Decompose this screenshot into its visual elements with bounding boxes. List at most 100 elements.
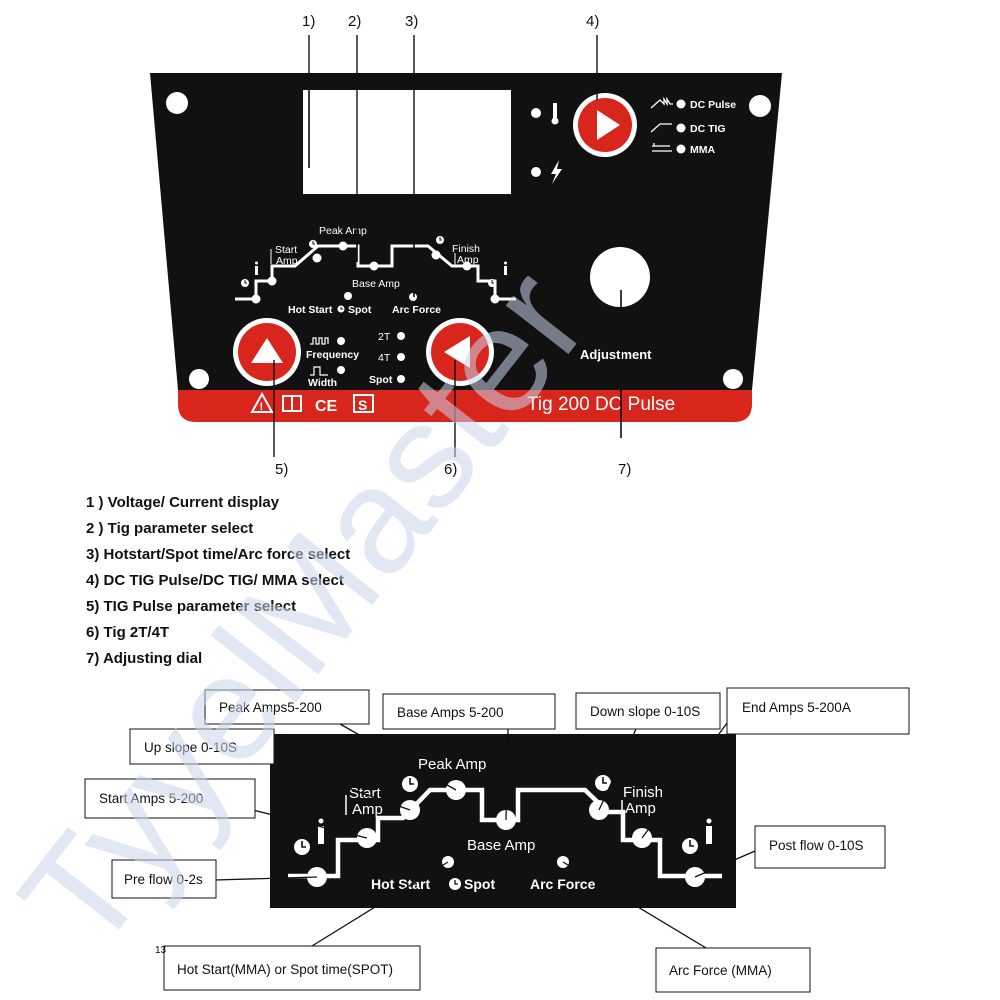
pulse-parameter-button[interactable]: [233, 318, 301, 386]
downslope-clock-icon: [436, 236, 444, 244]
trigger-label-2t: 2T: [378, 331, 391, 343]
legend-item-2: 2 ) Tig parameter select: [86, 520, 254, 537]
s-mark: S: [353, 394, 374, 413]
seq-led-down-slope: [431, 250, 441, 260]
mode-select-button[interactable]: [573, 93, 637, 157]
legend-item-1: 1 ) Voltage/ Current display: [86, 494, 280, 511]
front-panel-figure: 1) 2) 3) 4) 5) 6) 7) DC Pulse DC TIG MMA: [150, 13, 782, 478]
seq-label-start-amp: Amp: [276, 255, 298, 267]
width-wave-icon: [310, 366, 328, 376]
model-name: Tig 200 DC Pulse: [527, 394, 675, 415]
panel-red-strip: [178, 390, 752, 422]
detail-preflow-clock-icon: [294, 839, 310, 855]
detail-preflow-torch-icon: [318, 818, 324, 844]
callout-number-6: 6): [444, 461, 457, 478]
mode-led-dc-tig: [676, 123, 686, 133]
mount-hole-top-left: [166, 92, 188, 114]
trigger-led-spot: [397, 375, 405, 383]
seq-led-peak-amp: [338, 241, 348, 251]
detail-upslope-clock-icon: [402, 776, 418, 792]
seq-led-arc-force: [409, 293, 417, 301]
callout-number-2: 2): [348, 13, 361, 30]
seq-label-base-amp: Base Amp: [352, 278, 400, 290]
svg-text:Down slope 0-10S: Down slope 0-10S: [590, 704, 700, 719]
callout-number-3: 3): [405, 13, 418, 30]
seq-led-preflow: [251, 294, 261, 304]
svg-text:S: S: [358, 397, 367, 413]
detail-label-base-amp: Base Amp: [467, 837, 535, 854]
power-led: [531, 167, 541, 177]
detail-spot-clock-icon: [449, 878, 461, 890]
callout-arc-force: Arc Force (MMA): [655, 947, 811, 993]
svg-text:Post flow 0-10S: Post flow 0-10S: [769, 838, 864, 853]
callout-number-7: 7): [618, 461, 631, 478]
mode-label-dc-tig: DC TIG: [690, 123, 726, 135]
svg-text:Arc Force (MMA): Arc Force (MMA): [669, 963, 772, 978]
callout-post-flow: Post flow 0-10S: [754, 825, 886, 869]
detail-postflow-torch-icon: [706, 818, 712, 844]
legend-item-5: 5) TIG Pulse parameter select: [86, 598, 297, 615]
pulse-label-frequency: Frequency: [306, 349, 359, 361]
callout-peak-amps: Peak Amps5-200: [204, 689, 370, 725]
seq-led-end-amp: [462, 261, 472, 271]
adjustment-label: Adjustment: [580, 347, 652, 362]
mode-label-dc-pulse: DC Pulse: [690, 99, 736, 111]
lightning-icon: [551, 160, 562, 184]
detail-label-peak-amp: Peak Amp: [418, 756, 486, 773]
detail-label-finish-amp: Amp: [625, 800, 656, 817]
trigger-led-2t: [397, 332, 405, 340]
preflow-torch-icon: [255, 261, 258, 275]
callout-number-1: 1): [302, 13, 315, 30]
mode-label-mma: MMA: [690, 144, 715, 156]
ce-mark: CE: [315, 398, 338, 415]
seq-label-arc-force: Arc Force: [392, 304, 441, 316]
seq-label-start: Start: [275, 244, 297, 256]
dc-pulse-wave-icon: [650, 96, 673, 109]
svg-text:Peak Amps5-200: Peak Amps5-200: [219, 700, 322, 715]
pulse-label-width: Width: [308, 377, 337, 389]
callout-end-amps: End Amps 5-200A: [726, 687, 910, 735]
mode-led-dc-pulse: [676, 99, 686, 109]
sequence-detail-figure: Peak Amp Start Amp Finish Amp Base Amp H…: [84, 687, 910, 993]
spot-clock-icon: [337, 305, 345, 313]
legend-item-7: 7) Adjusting dial: [86, 650, 203, 667]
detail-postflow-clock-icon: [682, 838, 698, 854]
seq-label-spot: Spot: [348, 304, 372, 316]
mount-hole-top-right: [749, 95, 771, 117]
svg-text:Base Amps 5-200: Base Amps 5-200: [397, 705, 504, 720]
detail-label-start-amp: Amp: [352, 801, 383, 818]
callout-hot-start: Hot Start(MMA) or Spot time(SPOT): [163, 945, 421, 991]
legend-item-3: 3) Hotstart/Spot time/Arc force select: [86, 546, 351, 563]
trigger-led-4t: [397, 353, 405, 361]
svg-text:Hot Start(MMA) or Spot time(SP: Hot Start(MMA) or Spot time(SPOT): [177, 962, 393, 977]
seq-led-hot-start: [344, 292, 352, 300]
adjustment-dial[interactable]: [590, 247, 650, 307]
detail-label-hot-start: Hot Start: [371, 876, 430, 892]
upslope-clock-icon: [309, 240, 317, 248]
seq-label-finish: Finish: [452, 243, 480, 255]
seq-led-postflow: [490, 294, 500, 304]
weld-sequence-diagram: Peak Amp Start Amp Finish Amp Base Amp H…: [235, 225, 516, 316]
svg-text:Start Amps 5-200: Start Amps 5-200: [99, 791, 203, 806]
legend-item-6: 6) Tig 2T/4T: [86, 624, 170, 641]
warning-icon: !: [250, 391, 274, 413]
detail-label-start: Start: [349, 785, 382, 802]
callout-up-slope: Up slope 0-10S: [129, 728, 275, 765]
frequency-led: [337, 337, 345, 345]
mode-led-mma: [676, 144, 686, 154]
callout-pre-flow: Pre flow 0-2s: [111, 859, 217, 899]
preflow-clock-icon: [241, 279, 249, 287]
voltage-current-display: [303, 90, 511, 194]
seq-label-peak-amp: Peak Amp: [319, 225, 367, 237]
thermometer-icon: [551, 103, 559, 125]
mount-hole-bottom-left: [189, 369, 209, 389]
legend-item-4: 4) DC TIG Pulse/DC TIG/ MMA select: [86, 572, 344, 589]
callout-number-4: 4): [586, 13, 599, 30]
dc-tig-wave-icon: [650, 123, 672, 133]
frequency-wave-icon: [310, 337, 329, 345]
page-number: 13: [155, 945, 167, 956]
trigger-mode-button[interactable]: [426, 318, 494, 386]
thermal-led: [531, 108, 541, 118]
callout-legend: 1 ) Voltage/ Current display 2 ) Tig par…: [86, 490, 350, 672]
mount-hole-bottom-right: [723, 369, 743, 389]
